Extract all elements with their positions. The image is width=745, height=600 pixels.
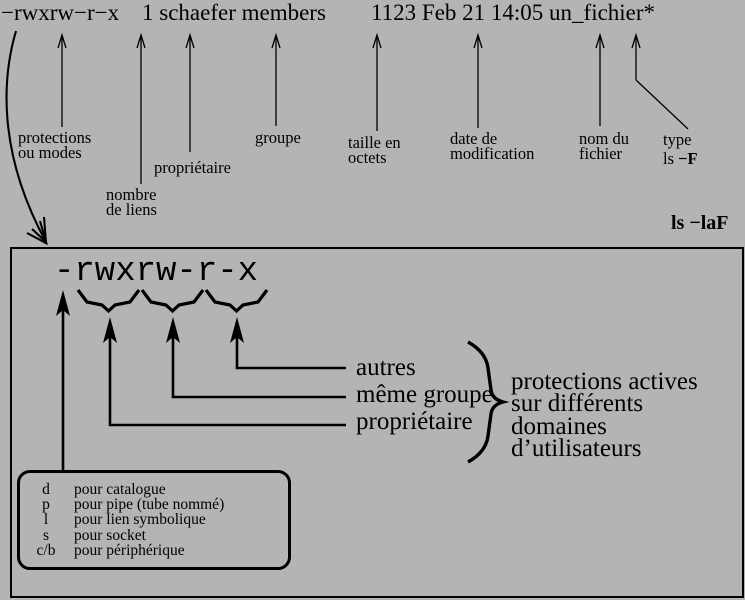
callout-arrow-taille [372, 32, 382, 131]
callout-protections-label: protections ou modes [18, 128, 92, 162]
legend-desc: pour catalogue [74, 481, 166, 498]
callout-date-label: date de modification [450, 129, 535, 163]
listing-links-owner-group-field: 1 schaefer members [142, 0, 326, 25]
domain-label-meme-groupe: même groupe [356, 381, 493, 408]
callout-arrow-type [631, 32, 689, 130]
callout-type-label: type [663, 130, 692, 149]
file-type-legend-rows: d pour catalogue p pour pipe (tube nommé… [20, 482, 270, 558]
type-cmd-prefix: ls [663, 149, 679, 168]
legend-key: d [42, 481, 50, 498]
legend-key: c/b [36, 541, 56, 559]
legend-row: l pour lien symbolique [20, 511, 270, 529]
ls-laf-command-label: ls −laF [671, 212, 729, 234]
callout-arrow-groupe [271, 32, 281, 126]
callout-taille-label: taille en octets [348, 133, 401, 167]
callout-arrow-proprietaire [185, 32, 195, 152]
domain-label-autres: autres [356, 354, 416, 381]
file-type-legend-box [17, 470, 291, 570]
listing-permissions-field: −rwxrw−r−x [1, 0, 120, 25]
legend-key: p [42, 496, 50, 514]
callout-arrow-protections [57, 32, 67, 127]
brace-note-text: protections actives sur différents domai… [511, 368, 698, 462]
legend-desc: pour pipe (tube nommé) [74, 496, 225, 514]
legend-desc: pour périphérique [74, 541, 185, 559]
legend-key: s [42, 526, 50, 544]
legend-row: s pour socket [20, 526, 270, 544]
type-cmd-flag: −F [678, 149, 698, 168]
domain-label-proprietaire: propriétaire [356, 408, 473, 435]
callout-type-cmd-label: ls −F [663, 149, 698, 168]
callout-arrow-nombre-liens [136, 32, 146, 184]
legend-desc: pour socket [74, 526, 146, 544]
callout-proprietaire-label: propriétaire [154, 158, 231, 177]
callout-nombre-liens-label: nombre de liens [106, 185, 157, 219]
detail-permissions-text: -rwxrw-r-x [54, 253, 259, 291]
legend-row: c/b pour périphérique [20, 541, 270, 559]
callout-nom-fichier-label: nom du fichier [579, 129, 629, 163]
callout-arrow-date [473, 32, 483, 128]
callout-arrow-nom-fichier [595, 32, 605, 126]
detail-panel [10, 247, 744, 598]
legend-row: d pour catalogue [20, 481, 270, 498]
listing-size-date-name-field: 1123 Feb 21 14:05 un_fichier* [371, 0, 656, 25]
legend-desc: pour lien symbolique [74, 511, 206, 529]
legend-key: l [43, 511, 49, 529]
legend-row: p pour pipe (tube nommé) [20, 496, 270, 514]
callout-groupe-label: groupe [255, 128, 301, 147]
